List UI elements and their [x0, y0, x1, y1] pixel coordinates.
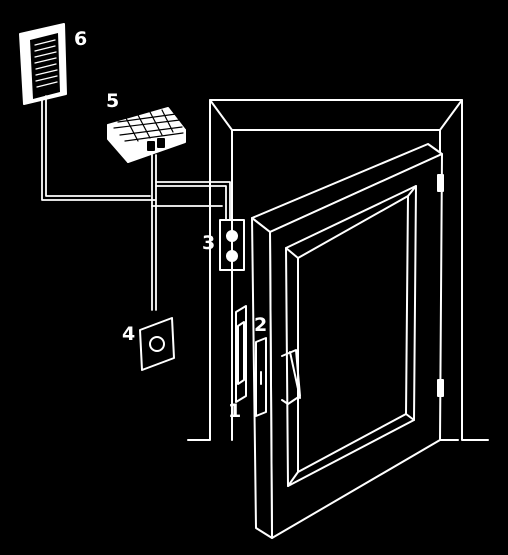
- push-button: [139, 317, 175, 371]
- door-contact: [255, 337, 267, 417]
- label-intercom-panel: 6: [74, 28, 88, 50]
- door-leaf: [251, 143, 444, 539]
- label-junction-box: 3: [202, 232, 216, 254]
- label-power-supply: 5: [106, 90, 120, 112]
- label-door-contact: 2: [254, 314, 268, 336]
- power-supply: [107, 107, 186, 163]
- door-frame: [187, 99, 489, 441]
- intercom-panel: [19, 23, 67, 105]
- label-door-strike: 1: [228, 400, 242, 422]
- door-strike: [235, 305, 247, 403]
- label-push-button: 4: [122, 323, 136, 345]
